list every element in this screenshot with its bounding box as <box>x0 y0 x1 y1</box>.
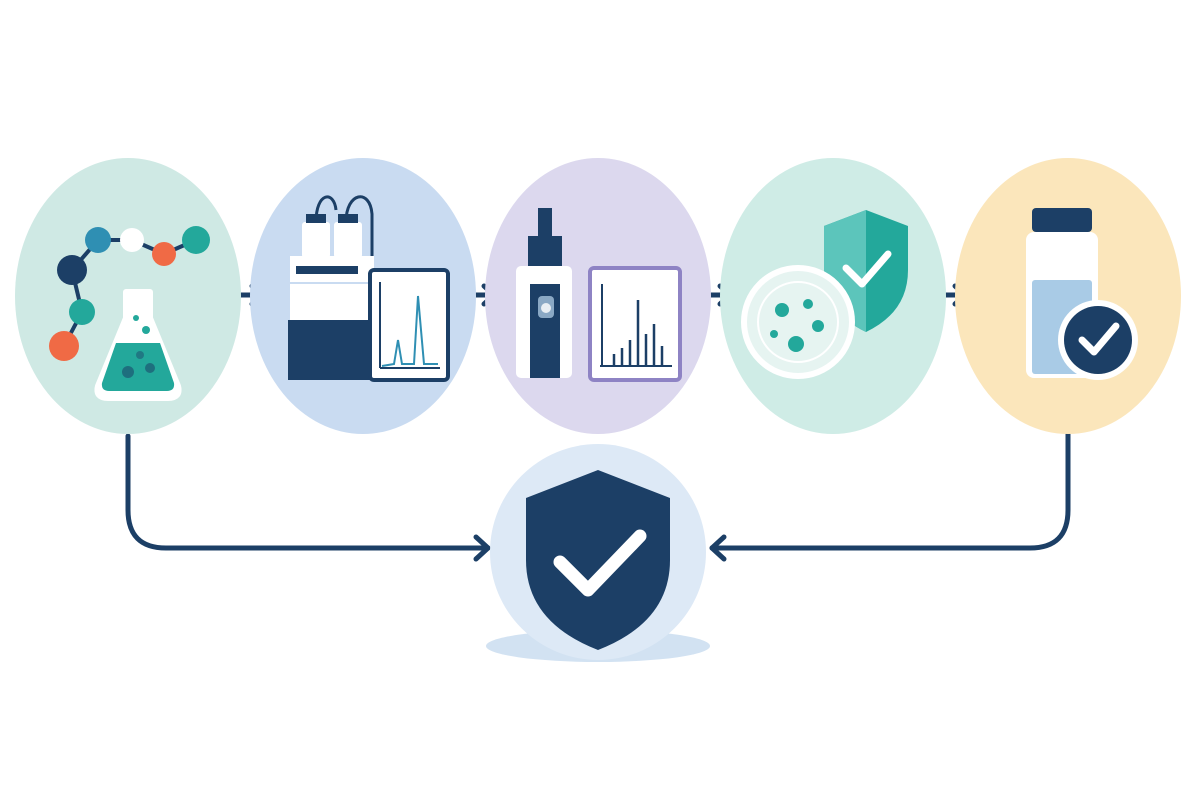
connector-step1-to-result <box>125 433 491 562</box>
molecule-icon <box>49 226 210 361</box>
connector-step5-to-result <box>709 431 1071 562</box>
flask-icon <box>94 289 182 401</box>
chromatogram-monitor-icon <box>368 268 450 382</box>
mass-spectrum-monitor-icon <box>588 266 682 382</box>
step-4-microbial-testing <box>720 158 946 434</box>
step-2-chromatography <box>250 158 476 434</box>
check-badge-icon <box>1058 300 1138 380</box>
mass-spectrometer-icon <box>516 208 572 378</box>
petri-dish-icon <box>741 265 855 379</box>
step-3-mass-spectrometry <box>485 158 711 434</box>
hplc-instrument-icon <box>288 195 376 380</box>
step-5-final-product <box>955 158 1181 434</box>
step-1-synthesis <box>15 158 241 434</box>
shield-check-icon <box>526 470 670 650</box>
result-quality-assurance <box>486 444 710 662</box>
checkmark-icon <box>553 529 647 597</box>
